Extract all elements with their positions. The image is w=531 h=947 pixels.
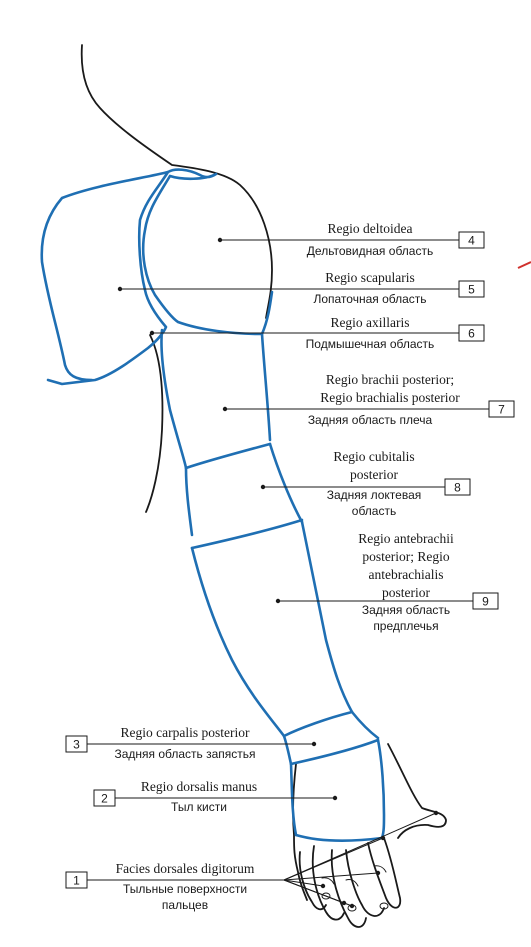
label-regio-deltoidea: Regio deltoidea Дельтовидная область <box>307 221 433 258</box>
fingers <box>298 837 402 928</box>
number-2: 2 <box>101 792 108 806</box>
latin-name-line-2: posterior; Regio <box>362 549 450 564</box>
russian-name-line-1: Задняя область <box>362 603 450 617</box>
latin-name-line-1: Regio antebrachii <box>358 531 454 546</box>
latin-name-line-1: Regio brachii posterior; <box>326 372 454 387</box>
russian-name-line-2: пальцев <box>162 898 208 912</box>
number-boxes: 4 5 6 7 8 9 3 2 1 <box>65 231 515 889</box>
label-regio-axillaris: Regio axillaris Подмышечная область <box>306 315 435 351</box>
number-5: 5 <box>468 283 475 297</box>
latin-name: Facies dorsales digitorum <box>116 861 255 876</box>
number-box-7: 7 <box>488 400 515 418</box>
number-box-1: 1 <box>65 871 88 889</box>
latin-name-line-2: Regio brachialis posterior <box>320 390 460 405</box>
russian-name-line-1: Тыльные поверхности <box>123 882 247 896</box>
region-outlines <box>40 168 386 842</box>
number-4: 4 <box>468 234 475 248</box>
number-box-5: 5 <box>458 280 485 298</box>
number-box-4: 4 <box>458 231 485 249</box>
russian-name-line-1: Задняя локтевая <box>327 488 422 502</box>
number-box-6: 6 <box>458 324 485 342</box>
number-box-9: 9 <box>472 592 499 610</box>
latin-name: Regio carpalis posterior <box>121 725 250 740</box>
russian-name-line-2: предплечья <box>373 619 438 633</box>
label-regio-cubitalis-posterior: Regio cubitalis posterior Задняя локтева… <box>327 449 422 518</box>
number-box-2: 2 <box>93 789 116 807</box>
number-3: 3 <box>73 738 80 752</box>
label-regio-brachii-posterior: Regio brachii posterior; Regio brachiali… <box>308 372 460 427</box>
label-regio-dorsalis-manus: Regio dorsalis manus Тыл кисти <box>141 779 257 814</box>
latin-name: Regio dorsalis manus <box>141 779 257 794</box>
russian-name: Дельтовидная область <box>307 244 433 258</box>
russian-name: Задняя область запястья <box>114 747 255 761</box>
latin-name-line-1: Regio cubitalis <box>333 449 414 464</box>
number-8: 8 <box>454 481 461 495</box>
latin-name-line-2: posterior <box>350 467 398 482</box>
number-box-8: 8 <box>444 478 471 496</box>
label-regio-scapularis: Regio scapularis Лопаточная область <box>313 270 426 306</box>
number-box-3: 3 <box>65 735 88 753</box>
russian-name: Задняя область плеча <box>308 413 433 427</box>
latin-name-line-4: posterior <box>382 585 430 600</box>
russian-name: Лопаточная область <box>313 292 426 306</box>
red-mark <box>517 261 531 269</box>
latin-name: Regio axillaris <box>330 315 409 330</box>
number-7: 7 <box>498 403 505 417</box>
number-9: 9 <box>482 595 489 609</box>
russian-name: Подмышечная область <box>306 337 435 351</box>
label-facies-dorsales-digitorum: Facies dorsales digitorum Тыльные поверх… <box>116 861 255 912</box>
latin-name-line-3: antebrachialis <box>369 567 444 582</box>
label-regio-antebrachii-posterior: Regio antebrachii posterior; Regio anteb… <box>358 531 454 633</box>
latin-name: Regio scapularis <box>325 270 415 285</box>
russian-name-line-2: область <box>352 504 396 518</box>
number-6: 6 <box>468 327 475 341</box>
latin-name: Regio deltoidea <box>327 221 412 236</box>
russian-name: Тыл кисти <box>171 800 227 814</box>
number-1: 1 <box>73 874 80 888</box>
label-regio-carpalis-posterior: Regio carpalis posterior Задняя область … <box>114 725 255 761</box>
leader-lines <box>87 237 489 909</box>
